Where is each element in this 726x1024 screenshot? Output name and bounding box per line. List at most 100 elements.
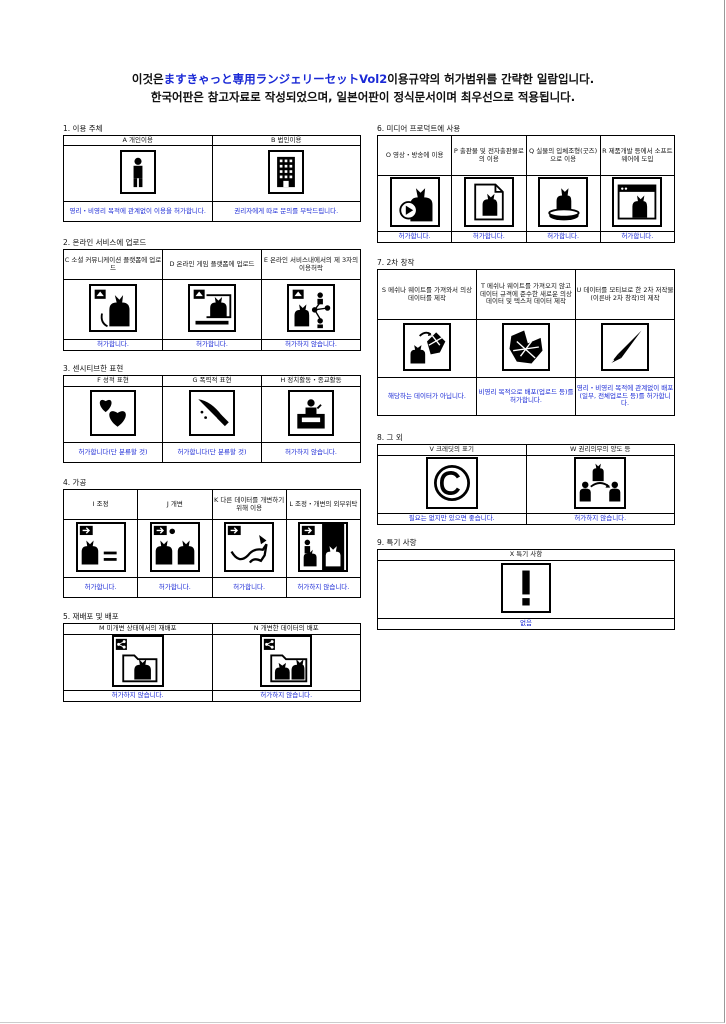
item-answer: 허가합니다. (62, 577, 139, 598)
sensitive-table: F 성적 표현 G 폭력적 표현 H 정치활동・종교활동 허가합니다(단 분류할… (63, 375, 361, 463)
video-icon (389, 177, 440, 228)
hearts-icon (90, 390, 136, 437)
item-answer: 허가합니다(단 분류할 것) (162, 442, 262, 463)
other-data-icon (224, 522, 275, 573)
item-answer: 허가합니다. (211, 577, 287, 598)
item-label: G 폭력적 표현 (162, 375, 262, 387)
item-answer: 허가하지 않습니다. (63, 689, 213, 702)
section-distribution: 5. 재배포 및 배포 M 미개변 상태에서의 재배포 N 개변한 데이터의 배… (63, 612, 361, 702)
item-label: H 정치활동・종교활동 (261, 375, 361, 387)
item-answer: 허가합니다. (137, 577, 213, 598)
item-answer: 허가합니다(단 분류할 것) (63, 442, 163, 463)
publication-icon (463, 177, 514, 228)
game-upload-icon (188, 284, 236, 333)
item-answer: 해당하는 데이터가 아닙니다. (377, 377, 477, 416)
item-label: O 영상・방송에 이용 (376, 135, 453, 176)
header-line-1: 이것은ますきゃっと専用ランジェリーセットVol2이용규약의 허가범위를 간략한 … (0, 70, 726, 88)
upload-cat-icon (89, 284, 137, 333)
section-title: 8. 그 외 (377, 433, 403, 442)
item-answer: 비영리 목적으로 배포(업로드 등)를 허가합니다. (476, 377, 576, 416)
outsource-icon (298, 522, 349, 573)
section-title: 7. 2차 창작 (377, 258, 415, 267)
section-title: 9. 특기 사항 (377, 538, 417, 547)
redistribute-icon (111, 635, 164, 687)
exclamation-icon (501, 563, 551, 614)
section-title: 4. 가공 (63, 478, 87, 487)
item-label: X 특기 사항 (377, 549, 675, 561)
product-name: ますきゃっと専用ランジェリーセットVol2 (163, 72, 388, 86)
media-products-table: O 영상・방송에 이용 P 출판물 및 전자출판물로의 이용 Q 실물의 입체조… (376, 135, 676, 243)
item-label: J 개변 (137, 489, 213, 520)
item-label: A 개인이용 (63, 135, 213, 146)
person-icon (119, 150, 156, 195)
item-label: B 법인이용 (211, 135, 361, 146)
other-table: V 크레딧의 표기 W 권리의무의 양도 등 필요는 없지만 있으면 좋습니다.… (377, 444, 675, 525)
item-answer: 허가합니다. (599, 231, 676, 243)
item-answer: 영리・비영리 목적에 관계없이 배포(일부, 전체업로드 등)를 허가합니다. (575, 377, 675, 416)
section-derivative: 7. 2차 창작 S 메쉬나 웨이트를 가져와서 의상 데이터를 제작 T 메쉬… (377, 258, 675, 416)
item-label: U 데이터를 모티브로 한 2차 저작물(이른바 2차 창작)의 제작 (575, 269, 675, 320)
header-prefix: 이것은 (131, 72, 164, 86)
item-label: P 출판물 및 전자출판물로의 이용 (451, 135, 527, 176)
processing-table: I 조정 J 개변 K 다른 데이터를 개변하기 위해 이용 L 조정・개변의 … (62, 489, 362, 598)
item-label: M 미개변 상태에서의 재배포 (63, 623, 213, 635)
item-answer: 허가합니다. (451, 231, 527, 243)
section-other: 8. 그 외 V 크레딧의 표기 W 권리의무의 양도 등 필요는 없지만 있으… (377, 433, 675, 525)
item-label: R 제품개발 등에서 소프트웨어에 도입 (599, 135, 676, 176)
item-answer: 필요는 없지만 있으면 좋습니다. (377, 513, 527, 525)
item-answer: 허가하지 않습니다. (261, 442, 361, 463)
mesh-icon (403, 323, 451, 372)
item-label: L 조정・개변의 외부위탁 (285, 489, 362, 520)
special-notes-table: X 특기 사항 없음 (377, 549, 675, 630)
building-icon (268, 150, 305, 195)
item-label: W 권리의무의 양도 등 (525, 444, 675, 456)
section-special-notes: 9. 특기 사항 X 특기 사항 없음 (377, 538, 675, 630)
section-processing: 4. 가공 I 조정 J 개변 K 다른 데이터를 개변하기 위해 이용 L 조… (62, 478, 362, 598)
item-label: Q 실물의 입체조형(굿즈)으로 이용 (525, 135, 601, 176)
item-answer: 허가하지 않습니다. (525, 513, 675, 525)
item-answer: 허가합니다. (162, 339, 262, 351)
item-label: T 메쉬나 웨이트를 가져오지 않고 데이터 규격에 준수한 새로운 의상 데이… (476, 269, 576, 320)
online-upload-table: C 소셜 커뮤니케이션 플랫폼에 업로드 D 온라인 게임 플랫폼에 업로드 E… (63, 249, 361, 351)
item-answer: 허가합니다. (525, 231, 601, 243)
derivative-table: S 메쉬나 웨이트를 가져와서 의상 데이터를 제작 T 메쉬나 웨이트를 가져… (377, 269, 675, 416)
item-answer: 허가하지 않습니다. (261, 339, 361, 351)
share-network-icon (287, 284, 335, 333)
item-answer: 허가하지 않습니다. (211, 689, 361, 702)
item-label: K 다른 데이터를 개변하기 위해 이용 (211, 489, 287, 520)
section-title: 3. 센시티브한 표현 (63, 364, 124, 373)
header-line-2: 한국어판은 참고자료로 작성되었으며, 일본어판이 정식문서이며 최우선으로 적… (150, 90, 576, 104)
header-suffix: 이용규약의 허가범위를 간략한 일람입니다. (387, 72, 595, 86)
modify-icon (149, 522, 200, 573)
item-answer: 허가합니다. (63, 339, 163, 351)
distribute-modified-icon (260, 635, 313, 687)
item-label: N 개변한 데이터의 배포 (211, 623, 361, 635)
document-header: 이것은ますきゃっと専用ランジェリーセットVol2이용규약의 허가범위를 간략한 … (0, 70, 726, 106)
software-icon (612, 177, 663, 228)
item-answer: 허가하지 않습니다. (285, 577, 362, 598)
section-title: 1. 이용 주체 (63, 124, 103, 133)
section-title: 5. 재배포 및 배포 (63, 612, 119, 621)
copyright-icon (425, 457, 478, 510)
transfer-icon (574, 457, 627, 510)
item-label: D 온라인 게임 플랫폼에 업로드 (162, 249, 262, 280)
item-answer: 허가합니다. (376, 231, 453, 243)
item-answer: 없음 (377, 618, 675, 630)
item-label: I 조정 (62, 489, 139, 520)
item-answer: 권리자에게 따로 문의를 부탁드립니다. (211, 201, 361, 222)
section-online-upload: 2. 온라인 서비스에 업로드 C 소셜 커뮤니케이션 플랫폼에 업로드 D 온… (63, 238, 361, 351)
new-costume-icon (502, 323, 550, 372)
item-label: V 크레딧의 표기 (377, 444, 527, 456)
usage-subject-table: A 개인이용 B 법인이용 영리・비영리 목적에 관계없이 이용을 허가합니다.… (63, 135, 361, 222)
section-title: 6. 미디어 프로덕트에 사용 (377, 124, 461, 133)
adjust-icon (75, 522, 126, 573)
pen-icon (601, 323, 649, 372)
figure-icon (538, 177, 589, 228)
section-sensitive: 3. 센시티브한 표현 F 성적 표현 G 폭력적 표현 H 정치활동・종교활동… (63, 364, 361, 463)
item-label: C 소셜 커뮤니케이션 플랫폼에 업로드 (63, 249, 163, 280)
section-title: 2. 온라인 서비스에 업로드 (63, 238, 147, 247)
item-label: S 메쉬나 웨이트를 가져와서 의상 데이터를 제작 (377, 269, 477, 320)
item-label: E 온라인 서비스내에서의 제 3자의 이용허락 (261, 249, 361, 280)
item-label: F 성적 표현 (63, 375, 163, 387)
